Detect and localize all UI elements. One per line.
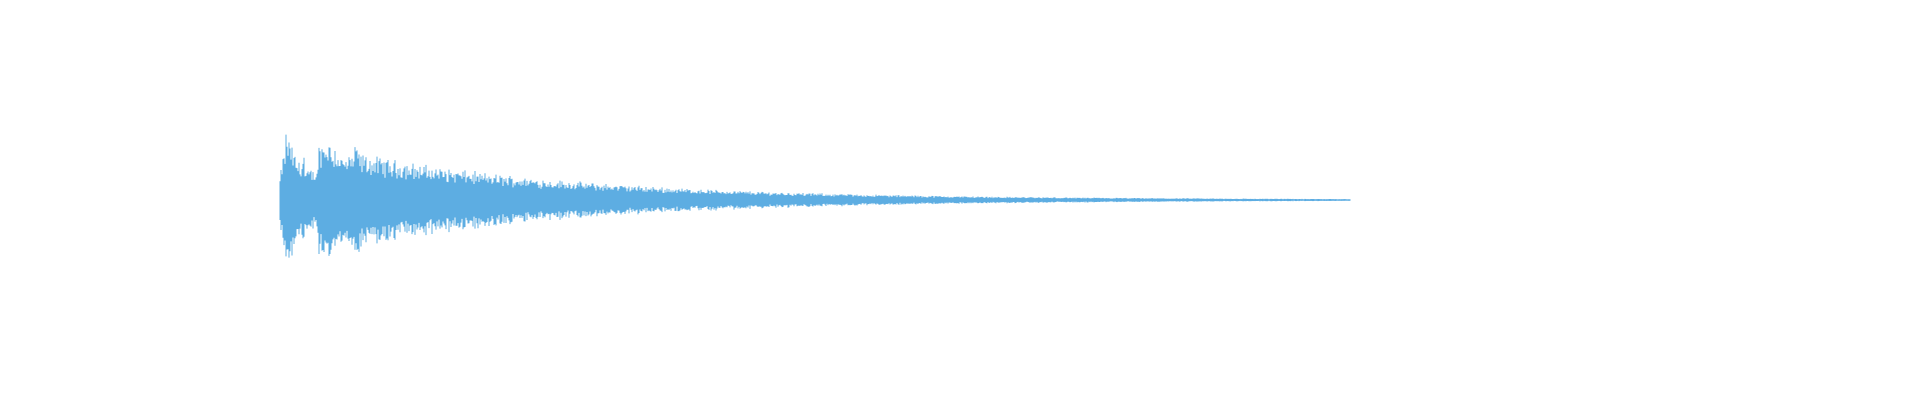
- waveform-bars: [279, 134, 1351, 258]
